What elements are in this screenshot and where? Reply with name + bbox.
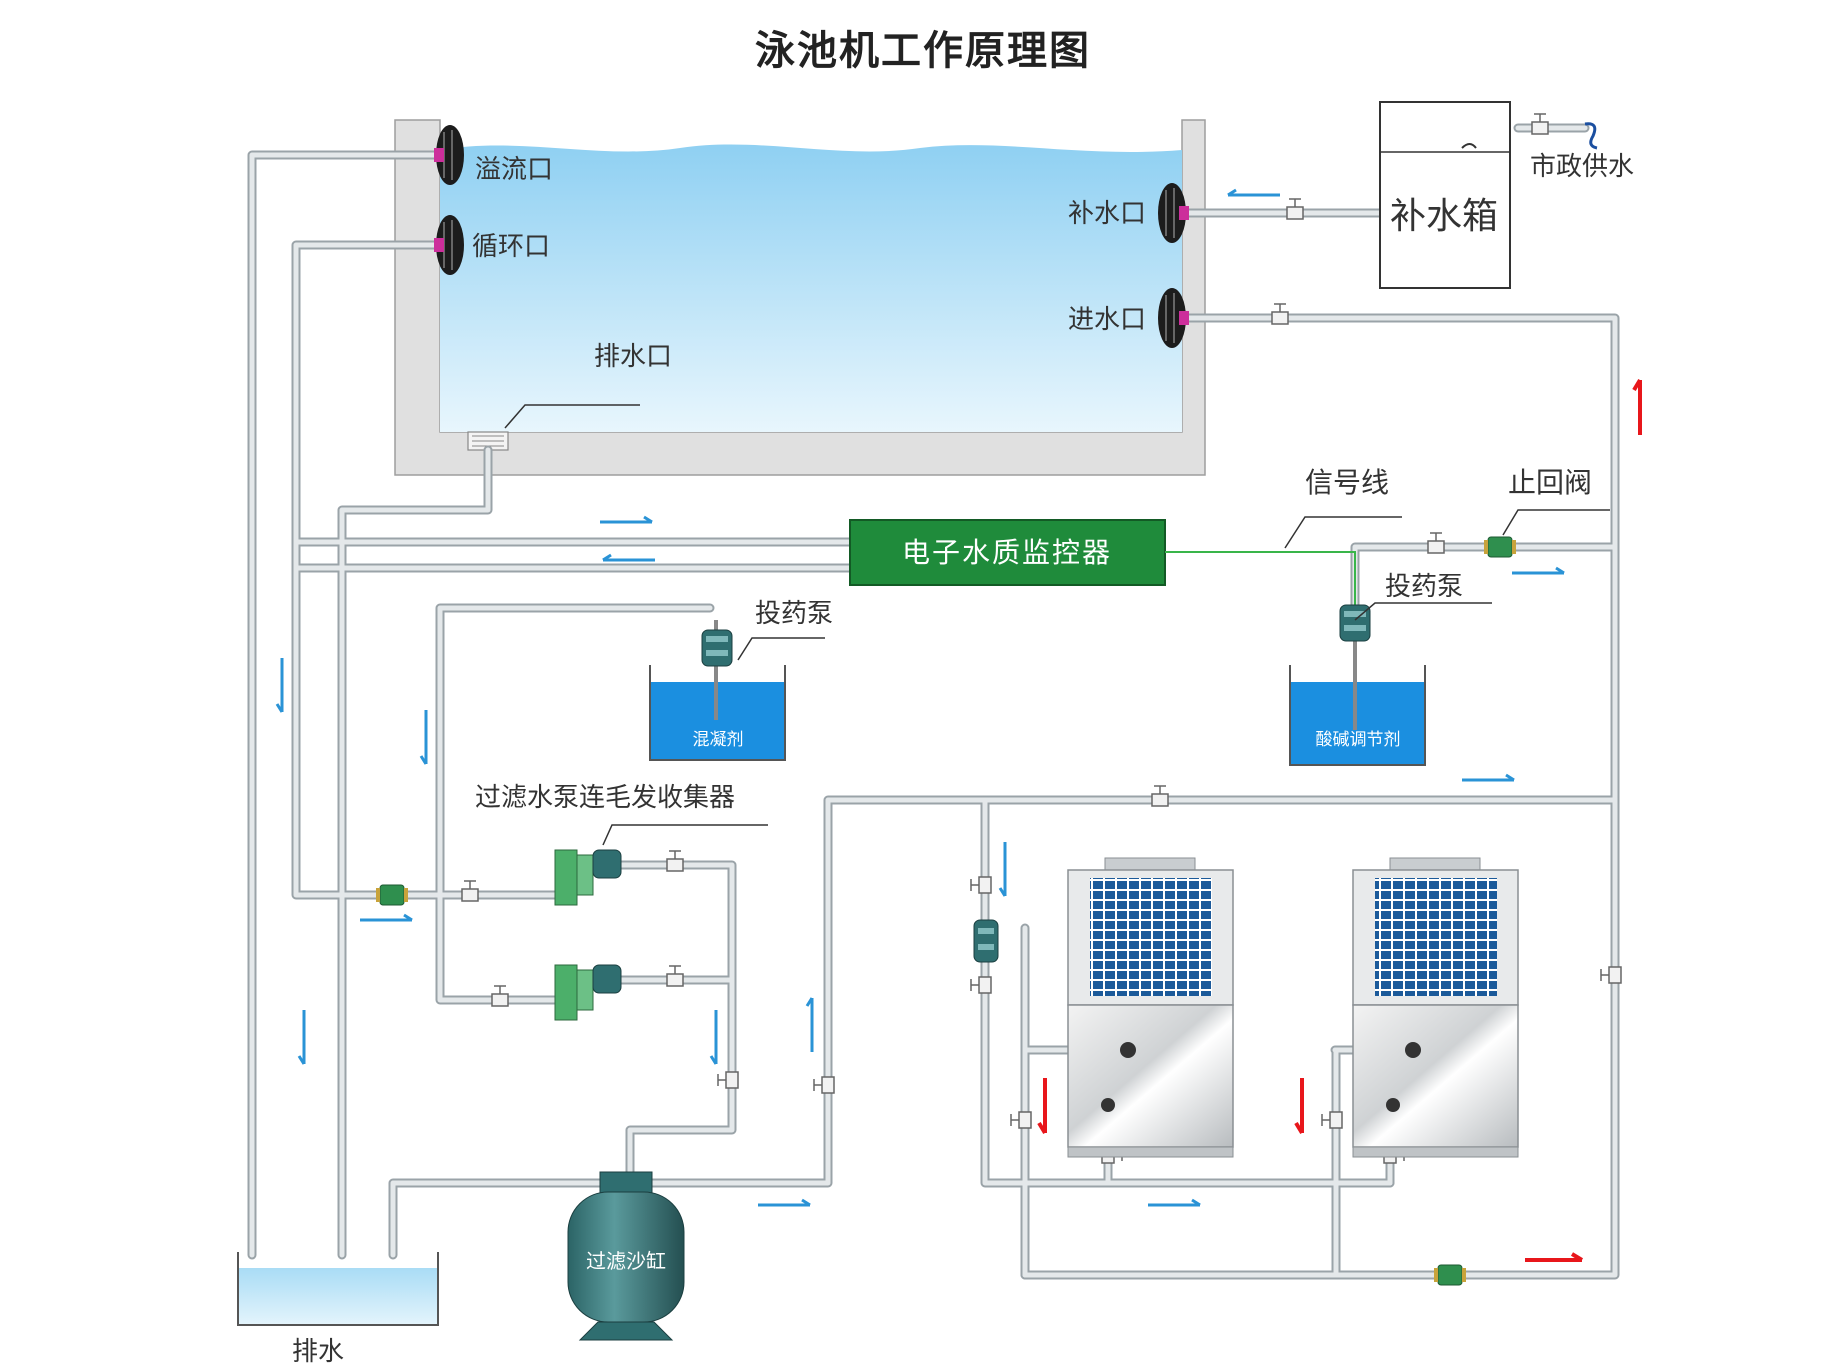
fan-grille-icon xyxy=(1090,878,1212,996)
page-title: 泳池机工作原理图 xyxy=(755,28,1091,74)
pump-icon xyxy=(973,919,999,963)
sand-filter-tank xyxy=(567,1171,685,1341)
makeup-fitting xyxy=(1158,183,1189,243)
check-valve-label: 止回阀 xyxy=(1508,466,1592,499)
makeup-inlet-label: 补水口 xyxy=(1068,199,1146,229)
pool-water xyxy=(440,144,1182,433)
overflow-outlet-label: 溢流口 xyxy=(475,155,553,185)
faucet-icon xyxy=(1584,122,1598,150)
municipal-supply-label: 市政供水 xyxy=(1530,152,1634,182)
flow-arrow-icon xyxy=(275,188,1565,1207)
heat-pump-unit-1 xyxy=(1067,857,1234,1158)
dosing-tank-ph xyxy=(1289,630,1426,766)
heat-pump-unit-2 xyxy=(1352,857,1519,1158)
drain-outlet-label: 排水口 xyxy=(594,342,672,372)
signal-line-label: 信号线 xyxy=(1305,466,1389,499)
dosing-pump-left-label: 投药泵 xyxy=(755,599,833,629)
filter-pump-upper xyxy=(554,849,622,906)
ph-regulator-label: 酸碱调节剂 xyxy=(1316,730,1401,750)
leader-lines xyxy=(504,404,1610,846)
drain-basin xyxy=(237,1252,439,1326)
filter-pump-lower xyxy=(554,964,622,1021)
valve-icon xyxy=(461,113,1622,1164)
check-valve-icon xyxy=(376,536,1516,1286)
pump-icon xyxy=(701,629,733,667)
makeup-tank xyxy=(1379,101,1511,289)
water-inlet-label: 进水口 xyxy=(1068,305,1146,335)
inlet-fitting xyxy=(1158,288,1189,348)
makeup-tank-label: 补水箱 xyxy=(1390,196,1498,237)
swimming-pool xyxy=(394,119,1206,476)
monitor-label: 电子水质监控器 xyxy=(902,536,1112,569)
dosing-tank-coagulant xyxy=(649,620,786,761)
drain-label: 排水 xyxy=(292,1337,344,1363)
dosing-pump-right-label: 投药泵 xyxy=(1385,572,1463,602)
signal-line xyxy=(1165,551,1356,620)
filter-pump-label: 过滤水泵连毛发收集器 xyxy=(475,783,735,813)
circulation-fitting xyxy=(434,215,464,275)
pipe-network xyxy=(247,123,1620,1280)
circulation-outlet-label: 循环口 xyxy=(472,232,550,262)
water-quality-monitor xyxy=(849,519,1166,586)
overflow-fitting xyxy=(434,125,464,185)
fan-grille-icon xyxy=(1375,878,1497,996)
sand-filter-label: 过滤沙缸 xyxy=(586,1249,666,1273)
coagulant-label: 混凝剂 xyxy=(693,730,744,750)
hot-flow-arrow-icon xyxy=(1037,378,1642,1262)
